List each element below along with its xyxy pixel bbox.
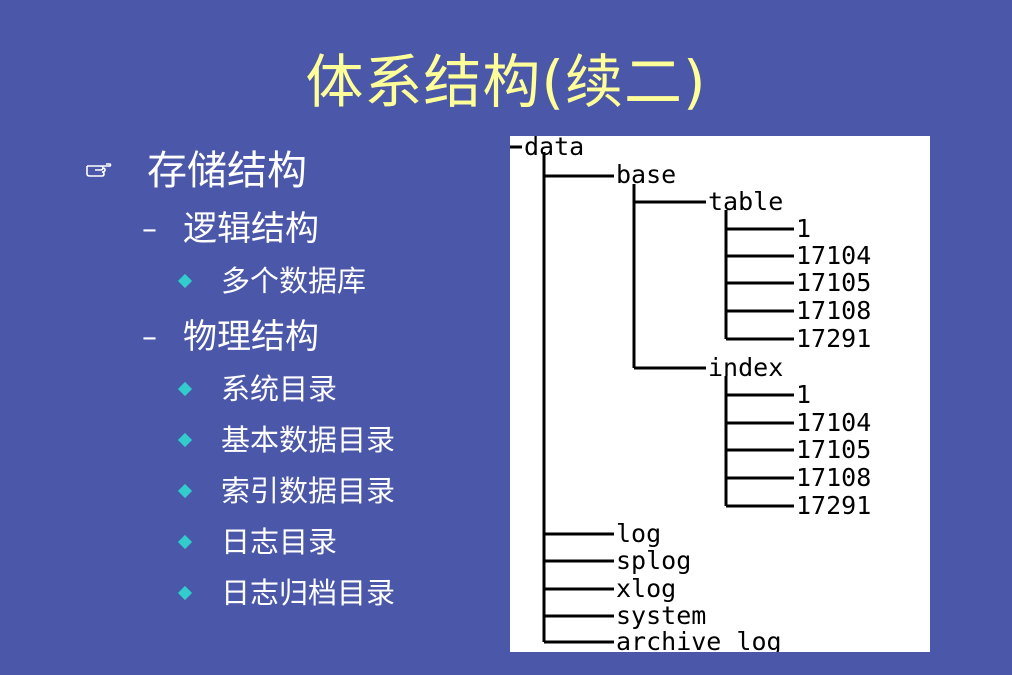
tree-index-label: index bbox=[708, 353, 783, 382]
bullet-physical-item: 基本数据目录 bbox=[221, 423, 396, 457]
diamond-icon bbox=[177, 273, 193, 289]
tree-base-label: base bbox=[616, 160, 676, 189]
diamond-icon bbox=[177, 585, 193, 601]
diamond-icon bbox=[177, 432, 193, 448]
slide-title: 体系结构(续二) bbox=[305, 48, 707, 116]
tree-lines bbox=[510, 145, 794, 644]
bullet-physical-item: 日志目录 bbox=[221, 525, 338, 559]
dash-marker: – bbox=[142, 320, 157, 355]
tree-index-file: 17291 bbox=[796, 491, 871, 520]
tree-table-file: 17104 bbox=[796, 241, 871, 270]
diamond-icon bbox=[177, 534, 193, 550]
tree-other-dir: system bbox=[616, 601, 706, 630]
diamond-icon bbox=[177, 381, 193, 397]
bullet-physical: 物理结构 bbox=[183, 317, 319, 357]
tree-index-file: 1 bbox=[796, 380, 811, 409]
directory-tree-panel: data base table 1 17104 17105 17108 1729… bbox=[510, 136, 930, 652]
bullet-physical-item: 日志归档目录 bbox=[221, 576, 396, 610]
bullet-physical-item: 索引数据目录 bbox=[221, 474, 396, 508]
tree-root-label: data bbox=[524, 136, 584, 161]
tree-index-file: 17105 bbox=[796, 435, 871, 464]
tree-table-label: table bbox=[708, 187, 783, 216]
tree-table-file: 17108 bbox=[796, 296, 871, 325]
bullet-physical-item: 系统目录 bbox=[221, 372, 338, 406]
bullet-logical-item: 多个数据库 bbox=[221, 264, 367, 298]
directory-tree: data base table 1 17104 17105 17108 1729… bbox=[510, 136, 871, 652]
bullet-logical: 逻辑结构 bbox=[183, 209, 319, 249]
tree-other-dir: archive_log bbox=[616, 627, 782, 652]
tree-other-dir: xlog bbox=[616, 574, 676, 603]
dash-marker: – bbox=[142, 212, 157, 247]
tree-table-file: 1 bbox=[796, 214, 811, 243]
tree-index-file: 17108 bbox=[796, 463, 871, 492]
tree-other-dir: splog bbox=[616, 546, 691, 575]
tree-other-dir: log bbox=[616, 519, 661, 548]
diamond-icon bbox=[177, 483, 193, 499]
tree-table-file: 17105 bbox=[796, 268, 871, 297]
tree-index-file: 17104 bbox=[796, 408, 871, 437]
pointing-hand-icon bbox=[86, 163, 112, 177]
bullet-storage: 存储结构 bbox=[147, 148, 307, 194]
tree-table-file: 17291 bbox=[796, 324, 871, 353]
